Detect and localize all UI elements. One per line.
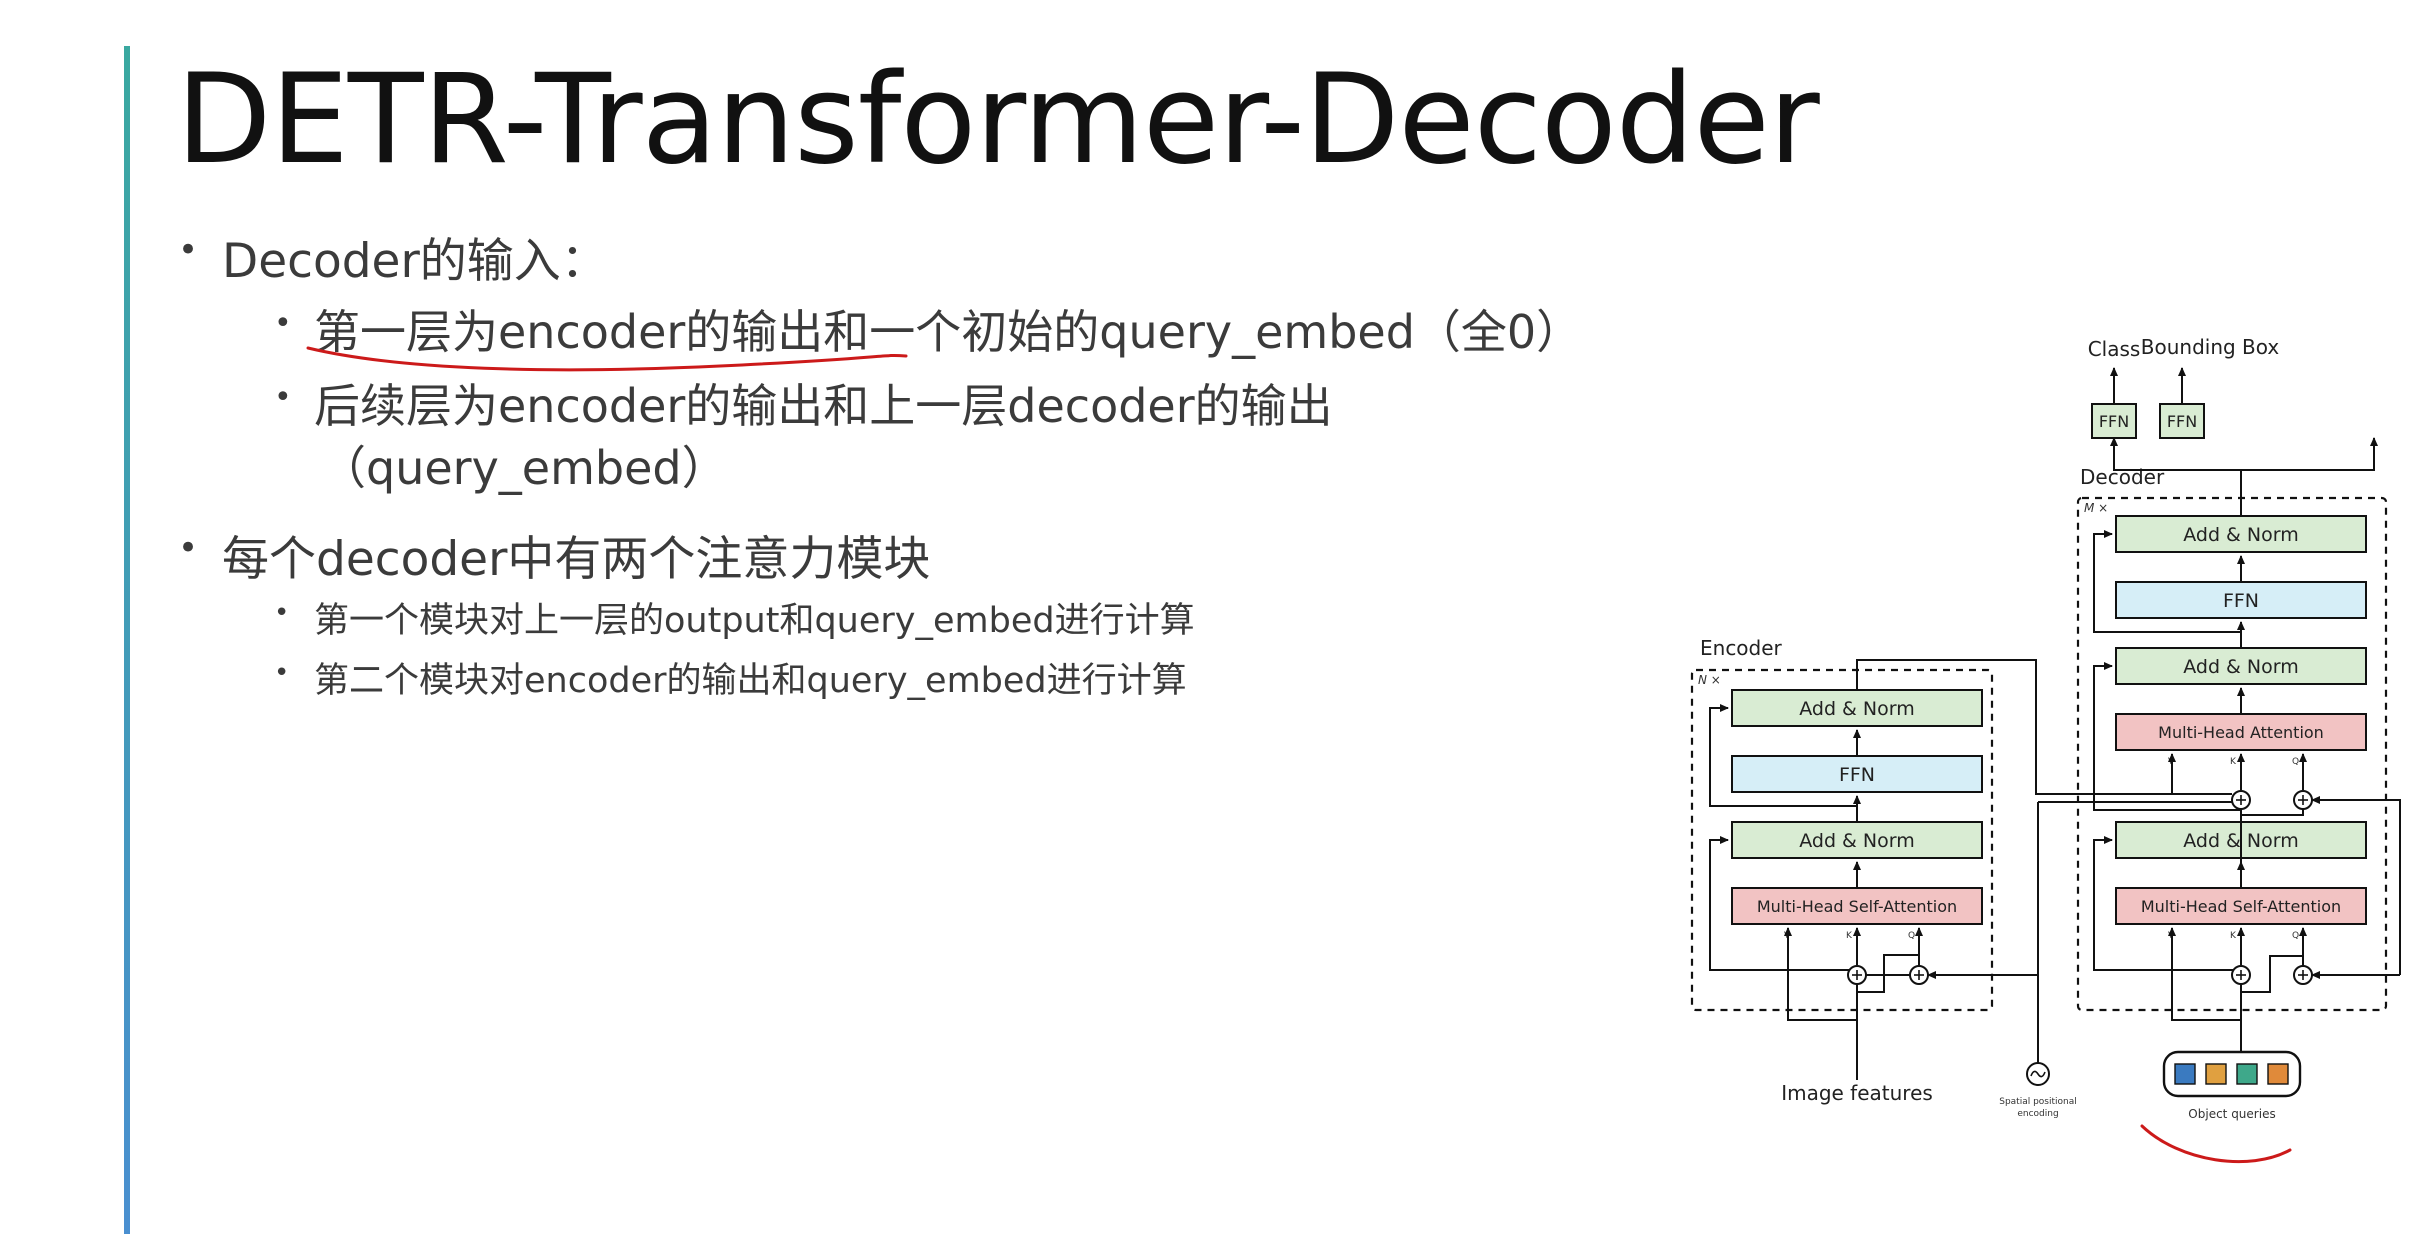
decoder-ffn-label: FFN: [2223, 590, 2259, 612]
bullet-text: （query_embed）: [320, 441, 728, 495]
decoder-add-norm-3: [2115, 515, 2367, 553]
encoder-self-attention: [1731, 887, 1983, 925]
encoder-add-norm-top: [1731, 689, 1983, 727]
decoder-cross-q-label: Q: [2292, 757, 2299, 767]
bullet-dot: •: [178, 528, 199, 568]
encoder-ffn-label: FFN: [1839, 764, 1875, 786]
bullet-text: 第一层为encoder的输出和一个初始的query_embed（全0）: [314, 305, 1583, 359]
bullet-later-layers-cont: （query_embed）: [320, 432, 728, 498]
decoder-cross-attention-label: Multi-Head Attention: [2158, 723, 2324, 742]
encoder-ffn: [1731, 755, 1983, 793]
bullet-text: 后续层为encoder的输出和上一层decoder的输出: [314, 379, 1333, 433]
decoder-add-norm-2-label: Add & Norm: [2183, 656, 2299, 678]
encoder-q-label: Q: [1908, 931, 1915, 941]
encoder-k-label: K: [1846, 931, 1853, 941]
detr-architecture-diagram: Encoder N × Add & Norm FFN Add & Norm Mu…: [1690, 335, 2401, 1164]
object-queries-label: Object queries: [2188, 1107, 2275, 1121]
accent-bar: [124, 46, 130, 1234]
bbox-ffn-head: [2159, 403, 2205, 439]
bullet-dot: •: [274, 306, 292, 341]
bullet-later-layers: • 后续层为encoder的输出和上一层decoder的输出: [274, 370, 1333, 436]
bullet-dot: •: [178, 230, 199, 270]
encoder-label: Encoder: [1700, 636, 1783, 660]
bullet-text: 每个decoder中有两个注意力模块: [222, 532, 931, 587]
slide-title: DETR-Transformer-Decoder: [176, 48, 1820, 192]
class-label: Class: [2088, 337, 2141, 361]
object-queries-container: [2162, 1050, 2302, 1098]
query-token-1: [2174, 1063, 2196, 1085]
bullet-first-layer: • 第一层为encoder的输出和一个初始的query_embed（全0）: [274, 296, 1583, 362]
decoder-cross-attention: [2115, 713, 2367, 751]
bullet-text: 第一个模块对上一层的output和query_embed进行计算: [314, 601, 1195, 641]
bullet-two-attention: • 每个decoder中有两个注意力模块: [178, 520, 931, 589]
encoder-add-norm-bottom-label: Add & Norm: [1799, 830, 1915, 852]
encoder-add-norm-top-label: Add & Norm: [1799, 698, 1915, 720]
decoder-ffn: [2115, 581, 2367, 619]
bullet-dot: •: [274, 658, 290, 688]
bounding-box-label: Bounding Box: [2141, 335, 2280, 359]
bullet-decoder-input: • Decoder的输入：: [178, 222, 608, 291]
red-curve-annotation: [2140, 1124, 2292, 1164]
query-token-2: [2205, 1063, 2227, 1085]
decoder-label: Decoder: [2080, 465, 2165, 489]
decoder-self-q-label: Q: [2292, 931, 2299, 941]
bullet-text: 第二个模块对encoder的输出和query_embed进行计算: [314, 661, 1187, 701]
query-token-3: [2236, 1063, 2258, 1085]
bbox-ffn-label: FFN: [2167, 412, 2197, 431]
bullet-second-module: • 第二个模块对encoder的输出和query_embed进行计算: [274, 652, 1187, 703]
decoder-self-k-label: K: [2230, 931, 2237, 941]
decoder-add-norm-2: [2115, 647, 2367, 685]
encoder-self-attention-label: Multi-Head Self-Attention: [1757, 897, 1957, 916]
decoder-add-norm-3-label: Add & Norm: [2183, 524, 2299, 546]
bullet-text: Decoder的输入：: [222, 234, 608, 289]
image-features-label: Image features: [1781, 1081, 1933, 1105]
class-ffn-label: FFN: [2099, 412, 2129, 431]
decoder-cross-k-label: K: [2230, 757, 2237, 767]
decoder-self-attention-label: Multi-Head Self-Attention: [2141, 897, 2341, 916]
decoder-repeat-label: M ×: [2084, 501, 2108, 515]
bullet-dot: •: [274, 380, 292, 415]
decoder-container: [2076, 496, 2388, 1012]
query-token-4: [2267, 1063, 2289, 1085]
bullet-first-module: • 第一个模块对上一层的output和query_embed进行计算: [274, 592, 1195, 643]
encoder-repeat-label: N ×: [1698, 673, 1721, 687]
bullet-dot: •: [274, 598, 290, 628]
spatial-encoding-label-1: Spatial positional: [1999, 1097, 2077, 1107]
spatial-encoding-label-2: encoding: [2017, 1109, 2058, 1119]
red-underline-annotation: [306, 346, 908, 372]
encoder-container: [1690, 668, 1994, 1012]
class-ffn-head: [2091, 403, 2137, 439]
